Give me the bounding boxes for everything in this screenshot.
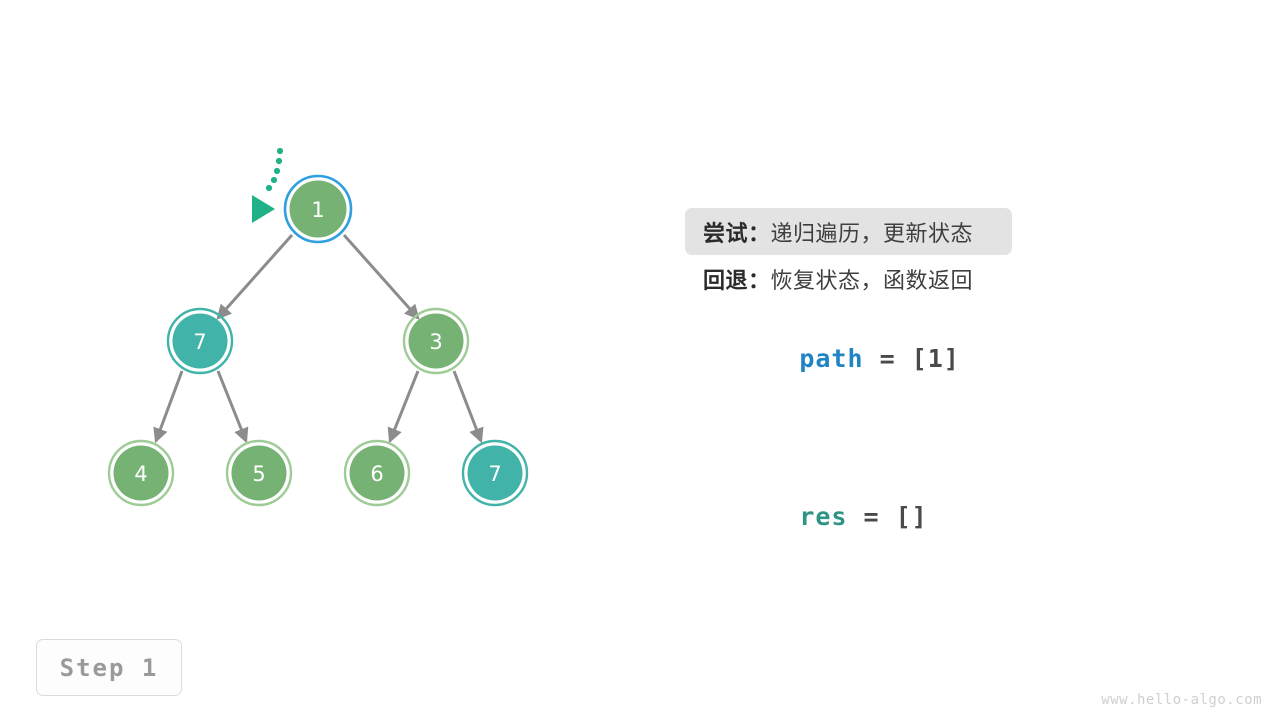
edge-3-to-7b [452, 370, 484, 444]
edge-7-to-4 [153, 370, 184, 444]
tree-node-6[interactable]: 6 [343, 439, 411, 507]
try-phase-label: 尝试： [703, 221, 771, 247]
try-phase-row: 尝试：递归遍历，更新状态 [685, 208, 1012, 255]
edge-3-to-6 [387, 370, 420, 444]
node-fill [113, 445, 169, 501]
res-variable-row: res = [] [685, 473, 1245, 560]
node-ring [107, 439, 175, 507]
backtrack-phase-label: 回退： [703, 268, 771, 294]
watermark: www.hello-algo.com [1101, 692, 1262, 708]
node-ring [166, 307, 234, 375]
binary-tree-diagram: 1 7 3 4 5 [107, 147, 529, 507]
pointer-dot [273, 167, 281, 175]
explanation-panel: 尝试：递归遍历，更新状态 回退：恢复状态，函数返回 path = [1] res… [685, 208, 1245, 560]
step-badge-label: Step 1 [59, 653, 159, 682]
tree-node-7-left[interactable]: 7 [166, 307, 234, 375]
pointer-triangle-icon [252, 195, 275, 223]
node-fill [172, 313, 228, 369]
edge-1-to-7 [216, 234, 294, 320]
node-ring [225, 439, 293, 507]
tree-node-3[interactable]: 3 [402, 307, 470, 375]
tree-node-5[interactable]: 5 [225, 439, 293, 507]
tree-nodes: 1 7 3 4 5 [107, 174, 529, 507]
node-fill [289, 180, 347, 238]
node-ring [461, 439, 529, 507]
node-active-ring [283, 174, 353, 244]
node-fill [231, 445, 287, 501]
edge-7-to-5 [216, 370, 249, 444]
backtrack-phase-row: 回退：恢复状态，函数返回 [685, 255, 1012, 302]
recursion-pointer [252, 147, 284, 223]
node-label: 3 [429, 330, 442, 354]
node-label: 7 [193, 330, 206, 354]
path-variable-row: path = [1] [685, 315, 1245, 402]
backtrack-phase-text: 恢复状态，函数返回 [770, 268, 974, 294]
try-phase-text: 递归遍历，更新状态 [770, 221, 974, 247]
tree-node-1[interactable]: 1 [283, 174, 353, 244]
pointer-dot [276, 147, 284, 155]
tree-node-4[interactable]: 4 [107, 439, 175, 507]
node-ring [343, 439, 411, 507]
path-variable-name: path [799, 344, 864, 373]
res-variable-name: res [799, 502, 848, 531]
node-ring [402, 307, 470, 375]
node-fill [349, 445, 405, 501]
path-variable-value: = [1] [863, 344, 960, 373]
node-fill [467, 445, 523, 501]
node-label: 4 [134, 462, 147, 486]
node-label: 7 [488, 462, 501, 486]
step-badge: Step 1 [36, 639, 182, 696]
pointer-dot [275, 157, 283, 165]
node-label: 6 [370, 462, 383, 486]
watermark-text: www.hello-algo.com [1101, 692, 1262, 708]
pointer-dot [270, 176, 278, 184]
edge-1-to-3 [342, 234, 420, 320]
res-variable-value: = [] [847, 502, 928, 531]
node-fill [408, 313, 464, 369]
tree-edges [153, 234, 484, 444]
tree-node-7-right[interactable]: 7 [461, 439, 529, 507]
pointer-dot [265, 184, 273, 192]
node-label: 5 [252, 462, 265, 486]
node-label: 1 [311, 198, 324, 222]
